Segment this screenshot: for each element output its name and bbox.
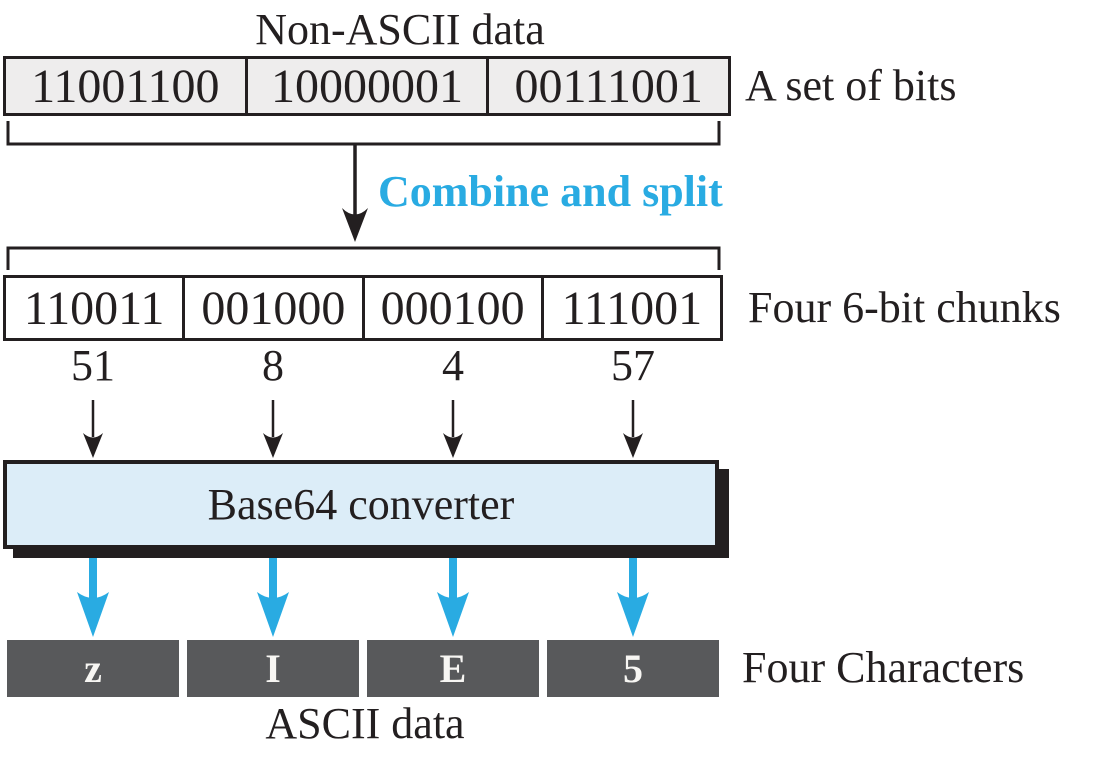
bits-row: 11001100 10000001 00111001 [3,56,731,116]
bits-cell: 10000001 [244,59,487,113]
bracket-over-chunks [6,246,721,270]
char-box: I [187,640,359,697]
chunk-cell: 000100 [361,278,541,338]
char-box: E [367,640,539,697]
base64-converter-label: Base64 converter [207,480,515,529]
combine-arrow-head [342,208,368,242]
decimal-value: 57 [611,341,655,390]
chunk-cell: 111001 [540,278,720,338]
char-box: z [7,640,179,697]
non-ascii-data-label: Non-ASCII data [255,5,545,54]
chunk-cell: 110011 [23,281,165,335]
ascii-data-label: ASCII data [265,699,465,748]
four-6bit-chunks-label: Four 6-bit chunks [748,283,1061,332]
bracket-under-bits [6,121,721,146]
chunks-row: 110011 001000 000100 111001 [3,275,723,341]
chunk-cell: 001000 [182,278,361,338]
combine-and-split-label: Combine and split [378,167,723,216]
bits-cell: 00111001 [486,59,728,113]
decimal-value: 4 [442,341,464,390]
four-characters-label: Four Characters [742,643,1025,692]
char-box: 5 [547,640,719,697]
value-arrows [83,400,643,458]
output-arrows [77,556,649,637]
decimal-value: 8 [262,341,284,390]
decimal-value: 51 [71,341,115,390]
base64-converter-box: Base64 converter [3,460,719,549]
bits-cell: 11001100 [31,59,220,113]
set-of-bits-label: A set of bits [745,61,957,110]
